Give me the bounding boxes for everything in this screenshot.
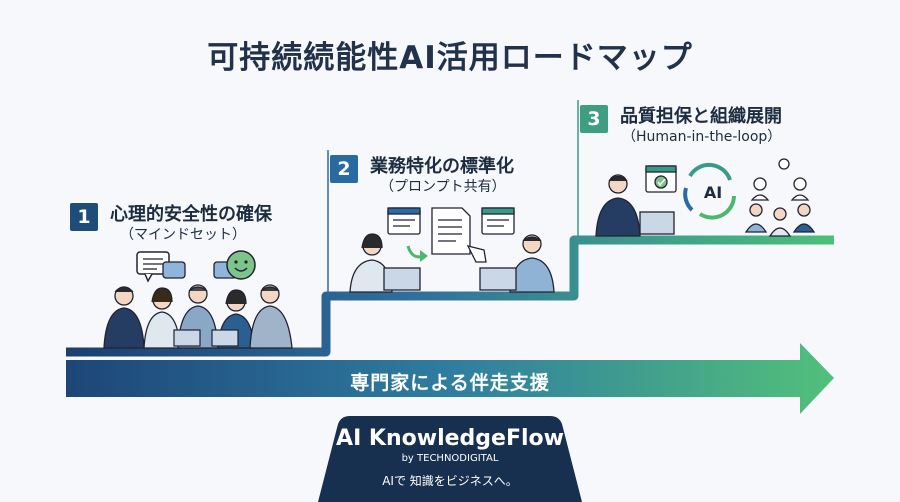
step-number-1: 1 — [70, 203, 98, 231]
step-subtitle-3: （Human-in-the-loop） — [622, 129, 782, 145]
page-title: 可持続続能性AI活用ロードマップ — [207, 40, 693, 76]
step-number-3: 3 — [580, 105, 608, 133]
step2-sharing-illustration — [349, 207, 555, 293]
window-icon — [387, 207, 421, 235]
hand-pointer-icon — [466, 245, 487, 263]
support-arrow-label: 専門家による伴走支援 — [350, 372, 550, 394]
step-subtitle-1: （マインドセット） — [120, 227, 246, 243]
check-window-icon — [645, 165, 677, 193]
chat-bubble-icon — [136, 251, 186, 283]
step3-review-illustration — [595, 158, 816, 237]
brand-plate — [318, 416, 582, 502]
support-arrow — [66, 343, 834, 414]
team-icon — [744, 158, 816, 237]
step-title-2: 業務特化の標準化 — [370, 156, 514, 177]
step-title-1: 心理的安全性の確保 — [110, 204, 272, 225]
smile-icon — [213, 250, 256, 280]
window-icon — [481, 207, 515, 235]
step1-team-illustration — [103, 250, 293, 349]
stair-line — [66, 235, 834, 357]
ai-cycle-icon — [683, 162, 736, 220]
step-subtitle-2: （プロンプト共有） — [380, 179, 506, 195]
document-icon — [431, 207, 471, 255]
brand-by: by TECHNODIGITAL — [401, 453, 499, 464]
brand-block: AI KnowledgeFlow by TECHNODIGITAL AIで 知識… — [300, 420, 600, 489]
step-number-2: 2 — [330, 155, 358, 183]
step-title-3: 品質担保と組織展開 — [620, 106, 782, 127]
brand-name: AI KnowledgeFlow — [336, 426, 564, 451]
brand-tagline: AIで 知識をビジネスへ。 — [382, 474, 518, 488]
ai-cycle-label: AI — [703, 183, 723, 202]
